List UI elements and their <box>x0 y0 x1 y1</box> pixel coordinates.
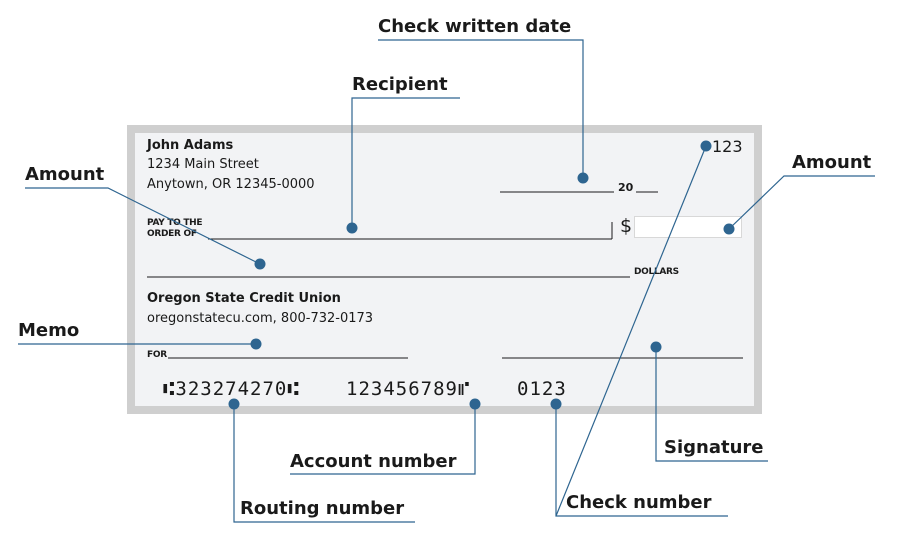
callout-amount-words: Amount <box>25 164 105 185</box>
leader-check-written-date <box>378 39 584 178</box>
leader-recipient <box>351 97 460 228</box>
callout-recipient: Recipient <box>352 74 448 95</box>
memo-label: FOR <box>147 350 167 360</box>
micr-routing: ⑆323274270⑆ <box>163 378 300 400</box>
bank-info: oregonstatecu.com, 800-732-0173 <box>147 311 374 326</box>
callout-check-number: Check number <box>566 492 712 513</box>
amount-box <box>634 216 742 238</box>
leader-check-number-diagonal <box>555 145 707 517</box>
callout-signature: Signature <box>664 437 764 458</box>
dot-check-number-micr <box>550 398 562 410</box>
bank-name: Oregon State Credit Union <box>147 291 341 306</box>
leader-amount-words <box>25 187 261 265</box>
account-holder-name: John Adams <box>147 138 234 153</box>
callout-memo: Memo <box>18 320 80 341</box>
leader-routing-number <box>233 404 415 523</box>
leader-amount-numeric <box>728 175 875 230</box>
micr-account: 123456789⑈ <box>346 378 471 400</box>
callout-check-written-date: Check written date <box>378 16 572 37</box>
callout-account-number: Account number <box>290 451 457 472</box>
check-face <box>135 133 754 406</box>
dot-amount-words <box>254 258 266 270</box>
micr-check-number: 0123 <box>517 378 567 400</box>
dot-check-number-top <box>700 140 712 152</box>
leader-account-number <box>290 404 476 475</box>
dot-account-number <box>469 398 481 410</box>
year-prefix: 20 <box>618 181 634 194</box>
address-line-2: Anytown, OR 12345-0000 <box>147 177 315 192</box>
dollar-sign: $ <box>620 215 633 237</box>
dot-signature <box>650 341 662 353</box>
dot-memo <box>250 338 262 350</box>
pay-to-label-2: ORDER OF <box>147 229 197 239</box>
dot-recipient <box>346 222 358 234</box>
dot-check-written-date <box>577 172 589 184</box>
address-line-1: 1234 Main Street <box>147 157 259 172</box>
pay-to-label-1: PAY TO THE <box>147 218 203 228</box>
dot-amount-numeric <box>723 223 735 235</box>
dot-routing-number <box>228 398 240 410</box>
callout-amount-numeric: Amount <box>792 152 872 173</box>
callout-routing-number: Routing number <box>240 498 405 519</box>
check-number: 123 <box>712 137 743 156</box>
dollars-label: DOLLARS <box>634 267 679 277</box>
leader-signature <box>655 347 768 462</box>
